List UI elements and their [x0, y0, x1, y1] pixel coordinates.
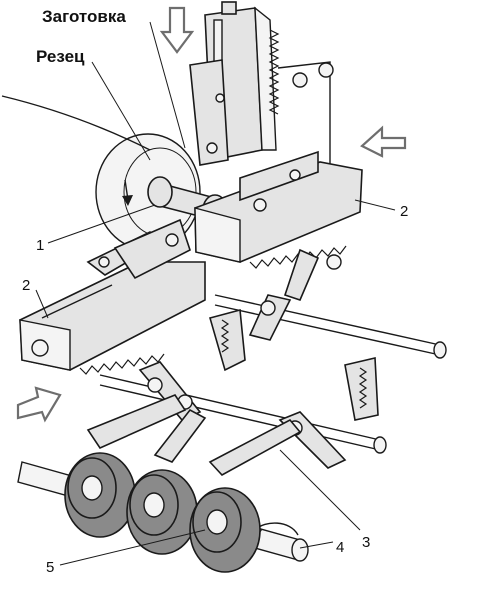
label-4: 4	[336, 539, 344, 556]
cam-1	[64, 452, 136, 538]
label-2-right: 2	[400, 203, 408, 220]
label-1: 1	[36, 237, 44, 254]
down-arrow-icon	[159, 6, 195, 54]
cam-3	[189, 487, 261, 573]
cam-2	[126, 469, 198, 555]
workpiece-label: Заготовка	[42, 7, 126, 26]
lever-linkage	[86, 248, 447, 477]
cutter-label: Резец	[36, 47, 85, 66]
right-slide	[194, 150, 363, 269]
right-arrow-icon	[16, 386, 62, 423]
leader-lines	[35, 21, 396, 566]
left-arrow-icon	[360, 125, 407, 158]
left-slide	[19, 218, 206, 375]
vertical-carriage	[189, 1, 334, 168]
label-5: 5	[46, 559, 54, 576]
label-2-left: 2	[22, 277, 30, 294]
label-3: 3	[362, 534, 370, 551]
